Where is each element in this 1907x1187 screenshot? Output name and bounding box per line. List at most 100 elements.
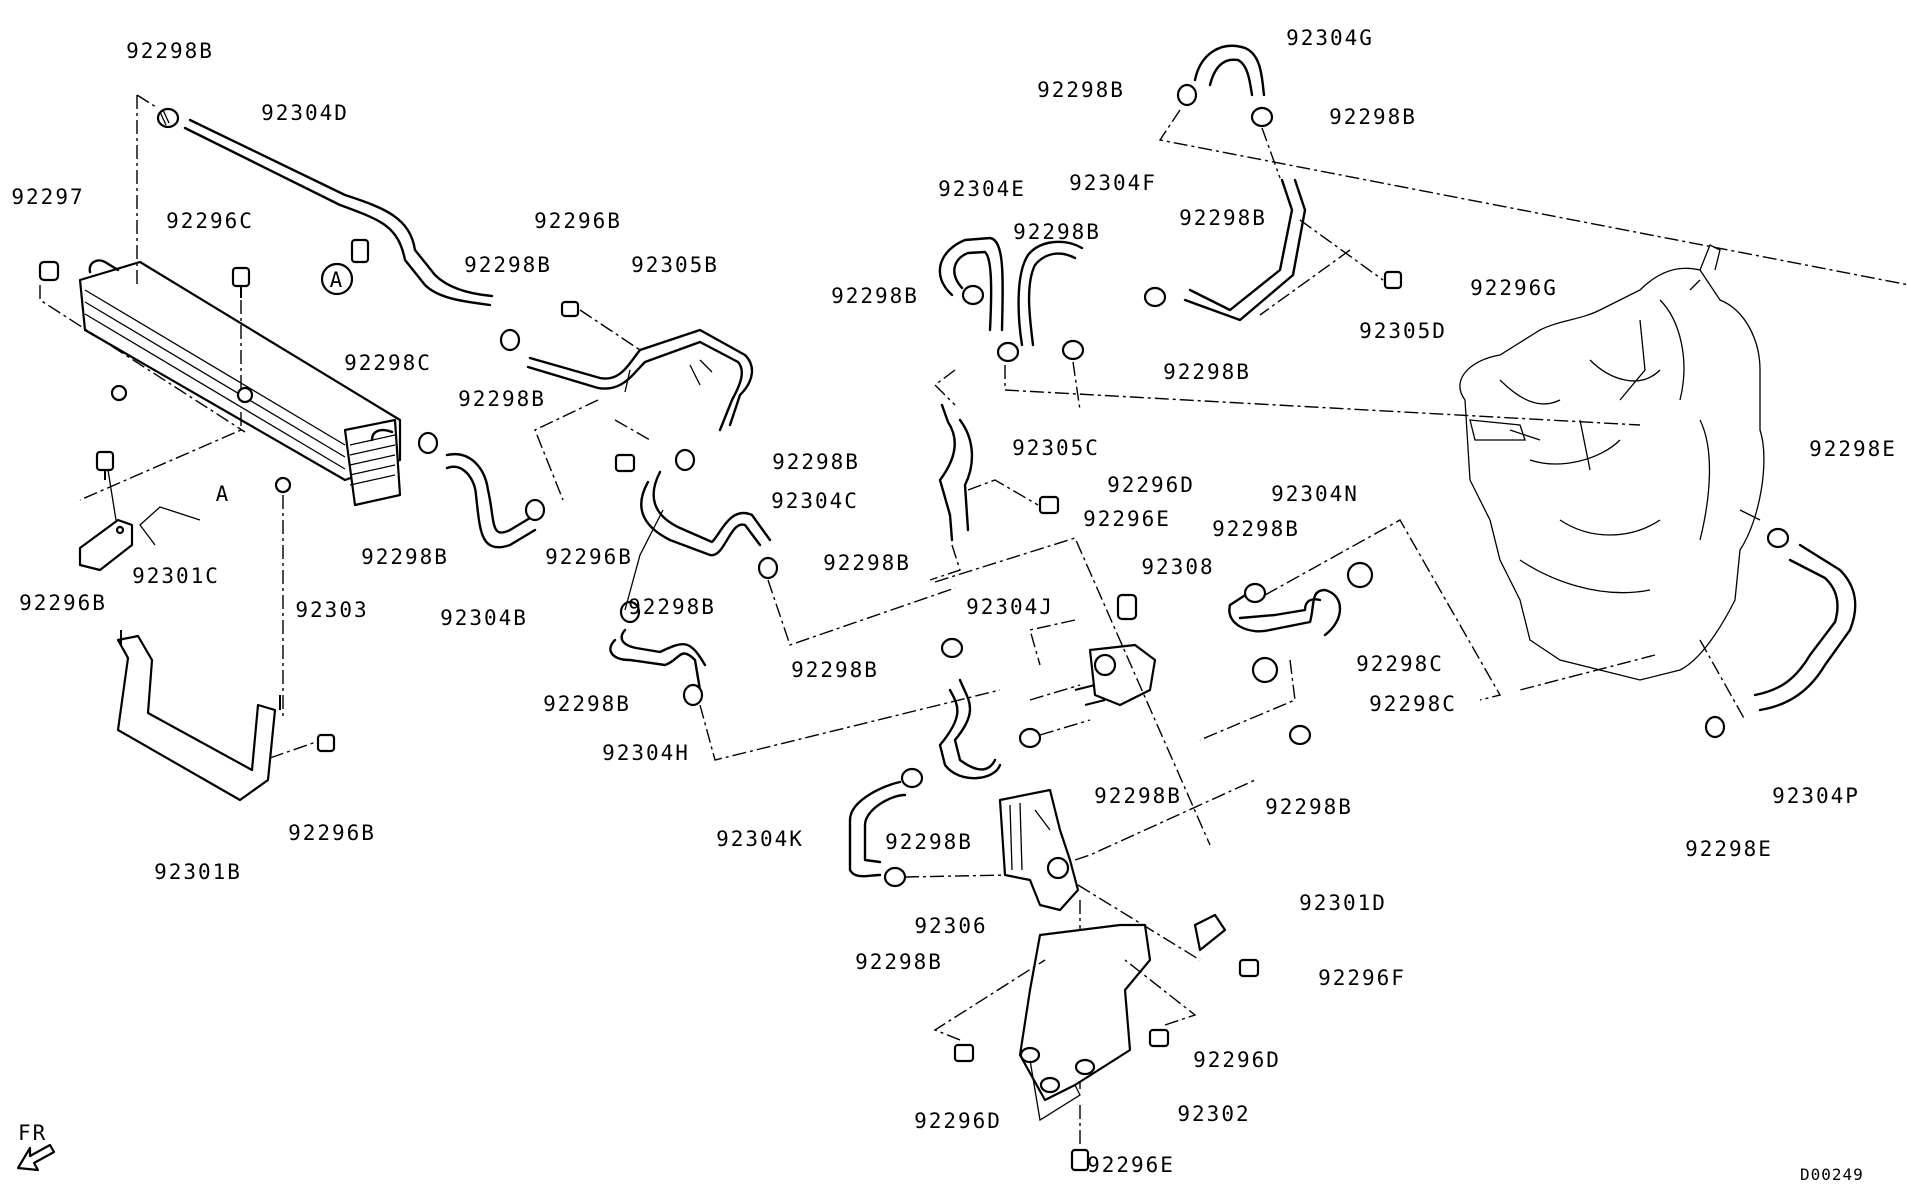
callout-label-92298c: 92298C	[1369, 692, 1457, 716]
bolt-92296b-top	[560, 300, 580, 318]
callout-label-92301c: 92301C	[132, 564, 220, 588]
clamp-92298e-top	[1766, 527, 1790, 549]
clamp-92298b-h2	[682, 683, 704, 707]
callout-circle-label: A	[216, 482, 231, 506]
bolt-92296d-left	[953, 1043, 975, 1063]
callout-label-92302: 92302	[1177, 1102, 1250, 1126]
callout-label-92298c: 92298C	[344, 351, 432, 375]
clamp-92298b-k2	[883, 866, 907, 888]
callout-label-92298b: 92298B	[823, 551, 911, 575]
clamp-92298b-k1	[900, 767, 924, 789]
clamp-92298c-2	[1251, 656, 1279, 684]
bolt-92297	[38, 260, 60, 282]
callout-label-92298b: 92298B	[1013, 220, 1101, 244]
clamp-92298e-bottom	[1704, 715, 1726, 739]
bracket-92302	[1018, 923, 1152, 1122]
callout-label-92308: 92308	[1141, 555, 1214, 579]
hose-92304k	[848, 780, 907, 878]
callout-label-92304d: 92304D	[261, 101, 349, 125]
callout-label-92298c: 92298C	[1356, 652, 1444, 676]
callout-label-92298b: 92298B	[1163, 360, 1251, 384]
clamp-92298c-1	[1346, 561, 1374, 589]
solenoid-valve-92306	[998, 788, 1080, 912]
bolt-92296b-mid	[614, 453, 636, 473]
callout-label-92296d: 92296D	[1107, 473, 1195, 497]
callout-label-92296f: 92296F	[1318, 966, 1406, 990]
callout-label-92298b: 92298B	[464, 253, 552, 277]
bolt-92296d-top	[1038, 495, 1060, 515]
callout-label-92301d: 92301D	[1299, 891, 1387, 915]
callout-label-92296b: 92296B	[545, 545, 633, 569]
clamp-92298b-e2	[996, 341, 1020, 363]
pipe-92305b	[526, 328, 754, 432]
callout-circle-label: A	[330, 268, 345, 292]
callout-label-92298b: 92298B	[1265, 795, 1353, 819]
hose-92304e	[938, 236, 1004, 332]
hose-92304c	[640, 470, 772, 557]
callout-label-92304b: 92304B	[440, 606, 528, 630]
clamp-92298b-f1	[1061, 339, 1085, 361]
callout-label-92296b: 92296B	[19, 591, 107, 615]
front-direction-label: FR	[18, 1121, 47, 1145]
callout-label-92296b: 92296B	[534, 209, 622, 233]
bolt-92296f	[1238, 958, 1260, 978]
callout-label-92305d: 92305D	[1359, 319, 1447, 343]
callout-label-92304n: 92304N	[1271, 482, 1359, 506]
callout-label-92301b: 92301B	[154, 860, 242, 884]
callout-label-92298b: 92298B	[1212, 517, 1300, 541]
hose-92304b	[445, 452, 537, 549]
clamp-92298b-j2	[1018, 727, 1042, 749]
hose-92304d	[183, 118, 494, 307]
callout-label-92305b: 92305B	[631, 253, 719, 277]
callout-label-92296c: 92296C	[166, 209, 254, 233]
valve-92308	[1074, 643, 1157, 707]
bracket-92301c	[78, 518, 134, 572]
callout-label-92296e: 92296E	[1087, 1153, 1175, 1177]
hose-92304j	[938, 678, 1002, 780]
clamp-92298b-g1	[1176, 83, 1198, 107]
callout-label-92298b: 92298B	[1179, 206, 1267, 230]
bolt-92296b-left	[95, 450, 115, 480]
pipe-92305c	[938, 403, 974, 542]
pipe-92305d	[1183, 178, 1307, 322]
clamp-92298b-pipe-b	[499, 328, 521, 352]
clamp-92298b-top-left	[156, 107, 180, 129]
callout-label-92298b: 92298B	[543, 692, 631, 716]
clamp-92298b-c2	[757, 556, 779, 580]
clamp-92298b-g2	[1250, 106, 1274, 128]
callout-label-92304g: 92304G	[1286, 26, 1374, 50]
hose-92304h	[609, 628, 707, 692]
callout-label-92304j: 92304J	[966, 595, 1054, 619]
callout-label-92298b: 92298B	[885, 830, 973, 854]
callout-label-92298b: 92298B	[458, 387, 546, 411]
clamp-92298b-c1	[674, 448, 696, 472]
front-direction-arrow-icon	[16, 1143, 56, 1172]
callout-label-92305c: 92305C	[1012, 436, 1100, 460]
clamp-92298c	[350, 238, 370, 264]
callout-label-92298b: 92298B	[831, 284, 919, 308]
callout-label-92296g: 92296G	[1470, 276, 1558, 300]
bolt-92296b-bracket	[316, 733, 336, 753]
circle-a-upper	[320, 262, 354, 296]
callout-label-92298b: 92298B	[1094, 784, 1182, 808]
callout-label-92298b: 92298B	[772, 450, 860, 474]
callout-label-92304c: 92304C	[771, 489, 859, 513]
callout-label-92304f: 92304F	[1069, 171, 1157, 195]
clamp-92298b-j1	[940, 637, 964, 659]
bolt-92296e-bottom	[1070, 1148, 1090, 1172]
callout-label-92306: 92306	[914, 914, 987, 938]
bolt-92296e-top	[1116, 593, 1138, 621]
callout-labels: 92298B92304D9229792296CA92298C92298B9229…	[11, 26, 1897, 1177]
callout-label-92298e: 92298E	[1809, 437, 1897, 461]
clamp-92298b-left-mid	[417, 431, 439, 455]
callout-label-92303: 92303	[295, 598, 368, 622]
callout-label-92298b: 92298B	[791, 658, 879, 682]
callout-label-92296d: 92296D	[914, 1109, 1002, 1133]
bracket-92301b	[116, 630, 281, 802]
hose-92304g	[1193, 44, 1266, 97]
callout-label-92298b: 92298B	[1329, 105, 1417, 129]
hose-92304p	[1753, 543, 1857, 712]
callout-label-92304k: 92304K	[716, 827, 804, 851]
